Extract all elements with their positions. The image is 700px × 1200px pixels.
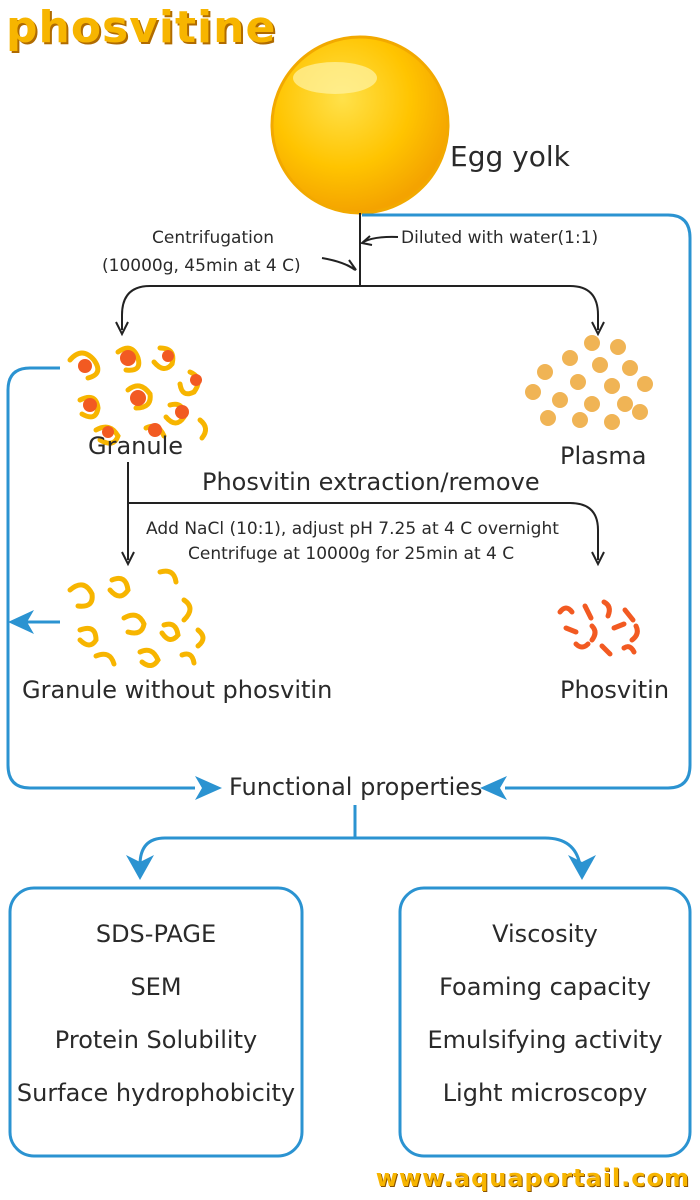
egg-yolk-image (270, 35, 450, 215)
nacl-step-label: Add NaCl (10:1), adjust pH 7.25 at 4 C o… (146, 519, 559, 539)
plasma-label: Plasma (560, 442, 647, 470)
left-methods-box: SDS-PAGE SEM Protein Solubility Surface … (10, 888, 302, 1156)
centrifugation-label: Centrifugation (152, 228, 275, 248)
phosvitin-image (557, 599, 640, 657)
egg-yolk-label: Egg yolk (450, 140, 570, 173)
method-item: Protein Solubility (54, 1026, 258, 1054)
centrifuge-step-label: Centrifuge at 10000g for 25min at 4 C (188, 544, 515, 564)
right-methods-box: Viscosity Foaming capacity Emulsifying a… (400, 888, 690, 1156)
granule-label: Granule (88, 432, 184, 460)
black-connectors (115, 213, 605, 567)
diluted-label: Diluted with water(1:1) (401, 228, 599, 248)
blue-connectors (6, 213, 692, 1158)
granule-image (67, 345, 208, 446)
blue-arrowheads (8, 610, 596, 880)
centrifugation-conditions-label: (10000g, 45min at 4 C) (102, 256, 301, 276)
extraction-label: Phosvitin extraction/remove (202, 468, 540, 496)
granule-without-phosvitin-image (67, 568, 206, 668)
method-item: Light microscopy (442, 1079, 648, 1107)
method-item: Viscosity (492, 920, 598, 948)
page-title: phosvitine (6, 2, 277, 53)
method-item: Surface hydrophobicity (16, 1079, 296, 1107)
phosvitin-label: Phosvitin (560, 676, 670, 704)
method-item: SEM (130, 973, 182, 1001)
method-item: Foaming capacity (439, 973, 651, 1001)
functional-properties-label: Functional properties (229, 773, 483, 801)
plasma-image (525, 335, 653, 430)
method-item: SDS-PAGE (95, 920, 217, 948)
method-item: Emulsifying activity (427, 1026, 663, 1054)
site-url: www.aquaportail.com (375, 1164, 690, 1192)
granule-without-phosvitin-label: Granule without phosvitin (22, 676, 333, 704)
